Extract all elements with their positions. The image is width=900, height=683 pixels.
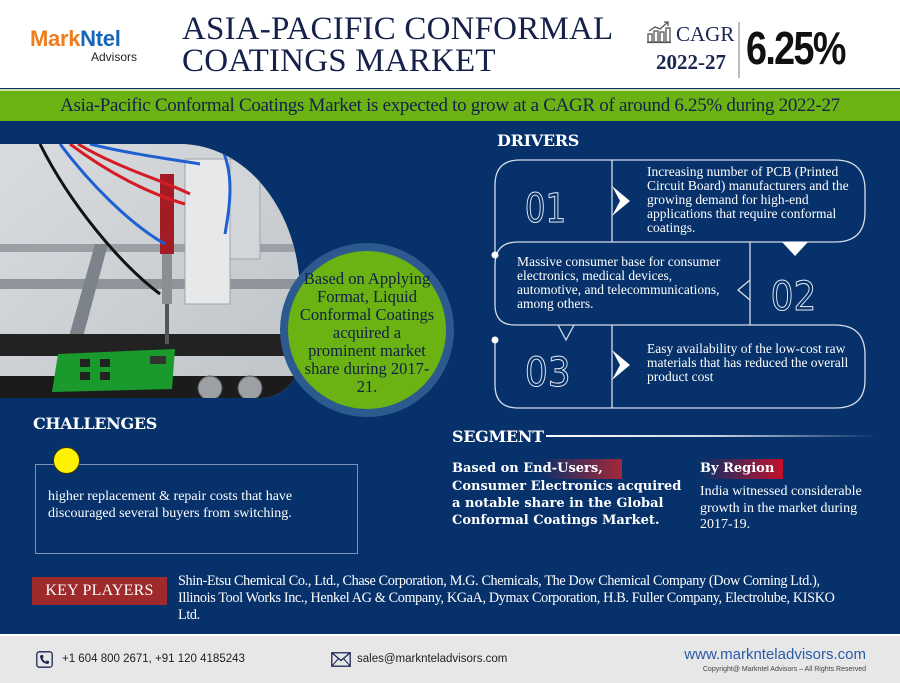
footer-website-link[interactable]: www.marknteladvisors.com — [684, 646, 866, 663]
key-players-list: Shin-Etsu Chemical Co., Ltd., Chase Corp… — [178, 573, 835, 623]
challenge-bullet-icon — [53, 447, 80, 474]
drivers-flow-diagram: 01 02 03 — [491, 159, 866, 409]
logo-ntel-text: Ntel — [80, 26, 121, 51]
logo-mark-text: Mark — [30, 26, 81, 51]
driver-1-node — [491, 251, 499, 259]
logo-wordmark: MarkNtel — [30, 28, 121, 50]
mail-icon — [331, 652, 351, 667]
challenge-box — [35, 464, 358, 554]
segment-title: SEGMENT — [452, 427, 544, 446]
footer-phone[interactable]: +1 604 800 2671, +91 120 4185243 — [62, 653, 245, 665]
phone-icon — [36, 651, 53, 668]
cagr-divider — [738, 22, 740, 78]
driver-2-outline — [494, 241, 751, 326]
title-line-2: COATINGS MARKET — [182, 43, 496, 79]
region-heading: By Region — [700, 461, 775, 476]
machine-illustration — [0, 144, 300, 398]
driver-1-chevron-icon — [612, 186, 630, 216]
growth-chart-icon — [647, 21, 671, 44]
logo-subtitle: Advisors — [91, 50, 138, 64]
driver-3-chevron-icon — [612, 350, 630, 380]
driver-2-chevron-icon — [782, 242, 808, 256]
region-text: India witnessed considerable growth in t… — [700, 484, 862, 532]
cagr-value: 6.25% — [746, 22, 846, 74]
key-players-badge: KEY PLAYERS — [32, 577, 167, 605]
highlight-text: Based on Applying Format, Liquid Conform… — [299, 269, 435, 396]
region-highlight — [700, 459, 783, 479]
end-users-highlight — [452, 459, 622, 479]
cagr-block: CAGR 2022-27 — [644, 18, 740, 78]
driver-1-outline — [494, 159, 866, 255]
page-title: ASIA-PACIFIC CONFORMAL COATINGS MARKET — [182, 11, 614, 79]
highlight-circle: Based on Applying Format, Liquid Conform… — [288, 251, 446, 409]
markntel-logo[interactable]: MarkNtel Advisors — [30, 28, 137, 65]
driver-2-number: 02 — [771, 273, 817, 319]
driver-1-number: 01 — [525, 185, 566, 231]
banner-text: Asia-Pacific Conformal Coatings Market i… — [60, 95, 840, 116]
driver-2-text: Massive consumer base for consumer elect… — [517, 254, 721, 311]
footer: +1 604 800 2671, +91 120 4185243 sales@m… — [0, 634, 900, 683]
end-users-text: Consumer Electronics acquired a notable … — [452, 479, 682, 528]
segment-divider — [546, 435, 876, 437]
end-users-heading: Based on End-Users, — [452, 461, 603, 476]
growth-banner: Asia-Pacific Conformal Coatings Market i… — [0, 89, 900, 121]
challenges-title: CHALLENGES — [33, 414, 158, 433]
title-line-1: ASIA-PACIFIC CONFORMAL — [182, 11, 614, 47]
footer-email[interactable]: sales@marknteladvisors.com — [357, 653, 508, 665]
cagr-label: CAGR — [676, 22, 735, 46]
header: MarkNtel Advisors ASIA-PACIFIC CONFORMAL… — [0, 0, 900, 88]
drivers-title: DRIVERS — [497, 131, 580, 150]
driver-3-node — [491, 336, 499, 344]
coating-machine-photo — [0, 144, 300, 398]
footer-copyright: Copyright@ Markntel Advisors – All Right… — [702, 666, 866, 673]
challenge-text: higher replacement & repair costs that h… — [48, 489, 293, 521]
driver-3-number: 03 — [525, 349, 571, 395]
driver-3-text: Easy availability of the low-cost raw ma… — [647, 341, 849, 384]
key-players-label: KEY PLAYERS — [45, 582, 154, 599]
driver-1-text: Increasing number of PCB (Printed Circui… — [647, 164, 849, 235]
driver-3-outline — [494, 324, 866, 409]
cagr-years: 2022-27 — [656, 50, 726, 74]
